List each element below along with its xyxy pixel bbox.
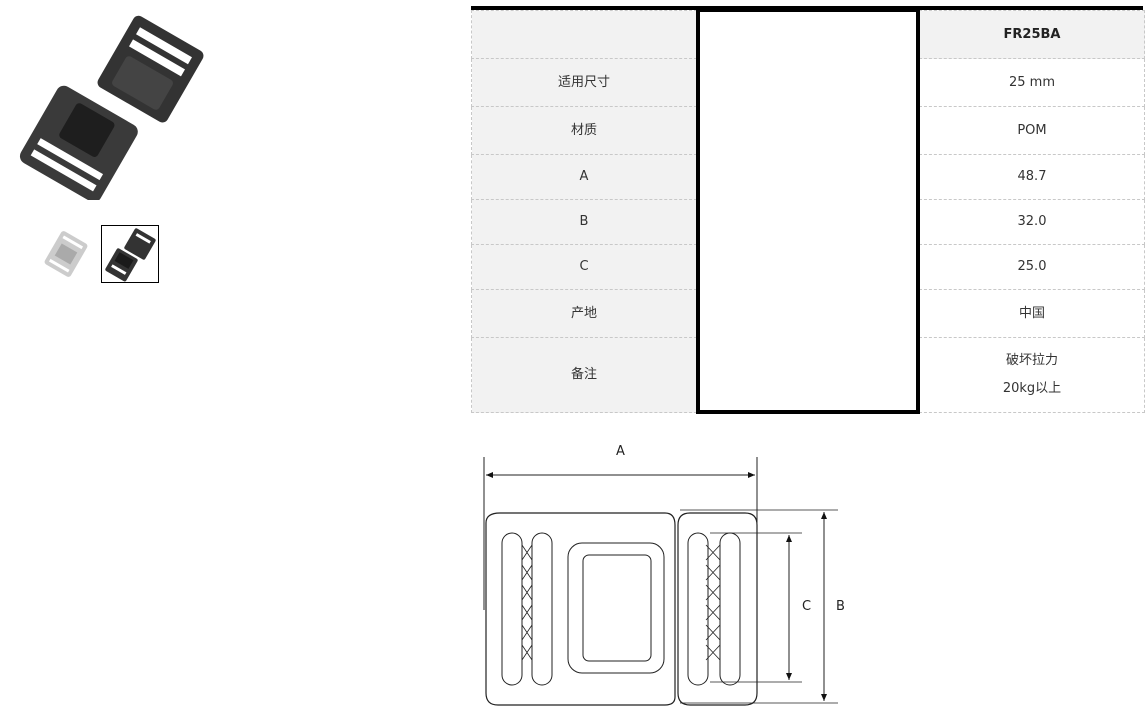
- row-label: A: [471, 154, 697, 200]
- row-label: B: [471, 199, 697, 245]
- thumbnail-dark-selected[interactable]: [101, 225, 159, 283]
- remark-line-2: 20kg以上: [1002, 381, 1062, 396]
- buckle-thumb-light-icon: [44, 231, 88, 277]
- thumbnail-light[interactable]: [37, 225, 95, 283]
- model-header: FR25BA: [919, 10, 1145, 59]
- product-main-image: [19, 15, 204, 200]
- row-value: 32.0: [919, 199, 1145, 245]
- row-value: 48.7: [919, 154, 1145, 200]
- row-label: 适用尺寸: [471, 58, 697, 107]
- dim-label-a: A: [616, 444, 625, 459]
- table-row: A 48.7: [471, 154, 1145, 200]
- dimension-drawing: A C B: [483, 444, 845, 706]
- row-value: POM: [919, 106, 1145, 155]
- row-label: 备注: [471, 337, 697, 413]
- remark-line-1: 破坏拉力: [1005, 353, 1058, 368]
- row-value: 25 mm: [919, 58, 1145, 107]
- row-value: 25.0: [919, 244, 1145, 290]
- image-placeholder-box: [696, 8, 920, 414]
- buckle-thumb-dark-icon: [105, 228, 156, 282]
- row-label: 产地: [471, 289, 697, 338]
- row-value: 中国: [919, 289, 1145, 338]
- row-label: 材质: [471, 106, 697, 155]
- dim-label-b: B: [836, 599, 845, 614]
- row-value: 破坏拉力 20kg以上: [919, 337, 1145, 413]
- dim-label-c: C: [802, 599, 811, 614]
- row-label: C: [471, 244, 697, 290]
